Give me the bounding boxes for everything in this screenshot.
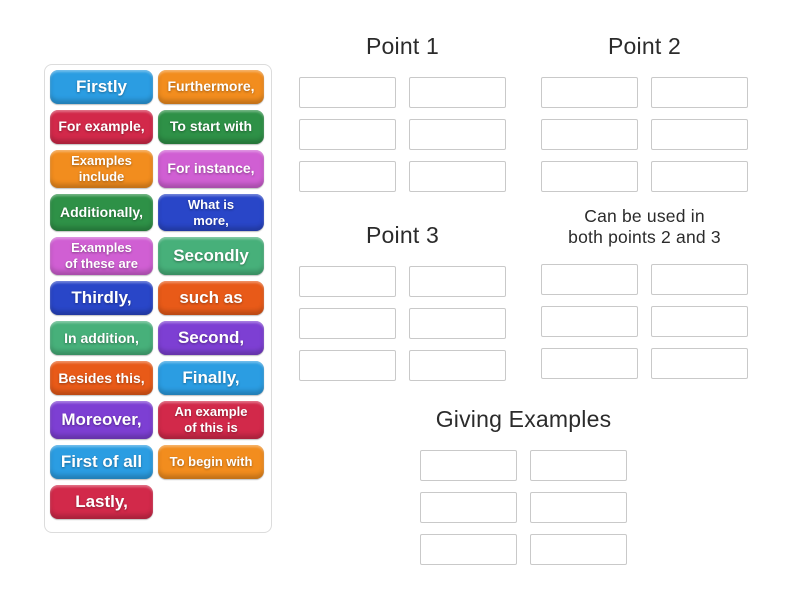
drop-slot[interactable] <box>409 266 506 297</box>
drop-slot[interactable] <box>541 161 638 192</box>
slot-grid-both-points-2-and-3 <box>541 264 748 379</box>
drop-slot[interactable] <box>420 534 517 565</box>
slot-grid-point-3 <box>299 266 506 381</box>
drop-slot[interactable] <box>541 119 638 150</box>
word-tile[interactable]: Firstly <box>50 70 153 104</box>
word-tile[interactable]: such as <box>158 281 264 316</box>
drop-slot[interactable] <box>530 492 627 523</box>
drop-slot[interactable] <box>651 348 748 379</box>
slot-grid-giving-examples <box>420 450 627 565</box>
drop-slot[interactable] <box>299 350 396 381</box>
drop-slot[interactable] <box>299 77 396 108</box>
word-tile[interactable]: To begin with <box>158 444 264 479</box>
drop-slot[interactable] <box>651 306 748 337</box>
drop-slot[interactable] <box>651 264 748 295</box>
word-tile[interactable]: Second, <box>158 321 264 356</box>
group-title-point-3: Point 3 <box>365 222 439 248</box>
drop-slot[interactable] <box>651 161 748 192</box>
word-tile[interactable]: Furthermore, <box>158 70 264 104</box>
group-title-both-points-2-and-3: Can be used in both points 2 and 3 <box>568 206 721 247</box>
word-tile[interactable]: To start with <box>158 110 264 144</box>
word-tile[interactable]: First of all <box>50 444 153 479</box>
slot-grid-point-2 <box>541 77 748 192</box>
drop-slot[interactable] <box>299 119 396 150</box>
group-giving-examples: Giving Examples <box>420 405 627 565</box>
group-point-3: Point 3 <box>299 221 506 381</box>
group-point-1: Point 1 <box>299 32 506 192</box>
word-tile[interactable]: Thirdly, <box>50 281 153 316</box>
drop-slot[interactable] <box>651 77 748 108</box>
drop-slot[interactable] <box>409 350 506 381</box>
group-point-2: Point 2 <box>541 32 748 192</box>
drop-slot[interactable] <box>409 77 506 108</box>
word-tile[interactable]: An example of this is <box>158 401 264 439</box>
drop-slot[interactable] <box>299 266 396 297</box>
drop-slot[interactable] <box>420 450 517 481</box>
word-tile[interactable]: Examples include <box>50 150 153 188</box>
drop-slot[interactable] <box>541 348 638 379</box>
group-title-giving-examples: Giving Examples <box>435 406 612 432</box>
drop-slot[interactable] <box>409 161 506 192</box>
word-tile[interactable]: Besides this, <box>50 361 153 396</box>
word-tile[interactable]: Finally, <box>158 361 264 396</box>
word-tile[interactable]: For example, <box>50 110 153 144</box>
drop-slot[interactable] <box>299 161 396 192</box>
group-title-point-1: Point 1 <box>365 33 439 59</box>
drop-slot[interactable] <box>420 492 517 523</box>
word-tile[interactable]: Secondly <box>158 237 264 276</box>
word-tile[interactable]: In addition, <box>50 321 153 356</box>
drop-slot[interactable] <box>541 264 638 295</box>
word-tile[interactable]: What is more, <box>158 193 264 232</box>
drop-slot[interactable] <box>409 308 506 339</box>
drop-slot[interactable] <box>530 450 627 481</box>
group-both-points-2-and-3: Can be used in both points 2 and 3 <box>541 206 748 379</box>
drop-slot[interactable] <box>409 119 506 150</box>
word-tile[interactable]: Additionally, <box>50 193 153 232</box>
word-tile[interactable]: Moreover, <box>50 401 153 439</box>
drop-slot[interactable] <box>530 534 627 565</box>
drop-slot[interactable] <box>299 308 396 339</box>
drop-slot[interactable] <box>541 77 638 108</box>
group-title-point-2: Point 2 <box>607 33 681 59</box>
drop-slot[interactable] <box>651 119 748 150</box>
drop-slot[interactable] <box>541 306 638 337</box>
slot-grid-point-1 <box>299 77 506 192</box>
word-tile[interactable]: Examples of these are <box>50 237 153 276</box>
word-tile[interactable]: For instance, <box>158 150 264 188</box>
word-tile[interactable]: Lastly, <box>50 484 153 519</box>
